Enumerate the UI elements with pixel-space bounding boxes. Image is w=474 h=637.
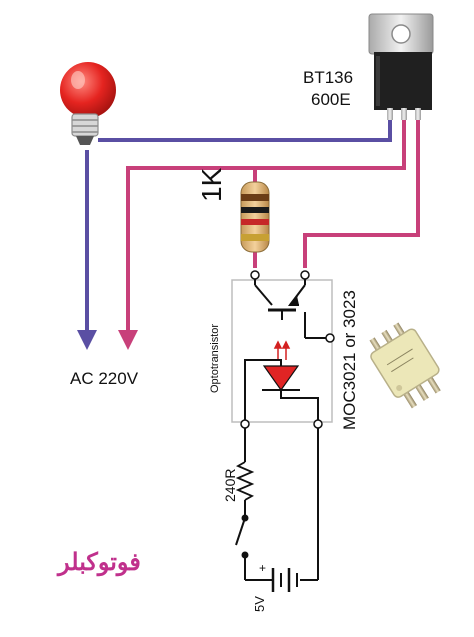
triac-to220-icon — [368, 13, 434, 120]
svg-text:+: + — [259, 561, 266, 575]
blue-wire — [77, 118, 392, 350]
dip6-chip-icon — [369, 322, 441, 409]
phototransistor-icon — [254, 272, 330, 339]
triac-rating-label: 600E — [311, 90, 351, 109]
battery-icon: + — [259, 561, 298, 592]
light-arrows-icon — [273, 340, 291, 360]
resistor-value-label: 1K — [196, 167, 227, 202]
low-voltage-circuit — [235, 428, 319, 581]
current-resistor-label: 240R — [222, 468, 238, 502]
title-text: فوتوكبلر — [58, 549, 141, 576]
supply-voltage-label: 5V — [252, 596, 267, 612]
optocoupler-symbol — [231, 270, 335, 429]
triac-name-label: BT136 — [303, 68, 354, 87]
resistor-icon — [240, 181, 270, 253]
pink-wire — [118, 118, 420, 350]
led-icon — [244, 359, 319, 422]
opto-part-label: MOC3021 or 3023 — [340, 290, 359, 430]
opto-internal-label: Optotransistor — [209, 323, 221, 393]
switch-icon — [235, 514, 249, 559]
ac-source-label: AC 220V — [70, 369, 139, 388]
pin-dots — [240, 270, 335, 429]
light-bulb-icon — [60, 62, 116, 145]
